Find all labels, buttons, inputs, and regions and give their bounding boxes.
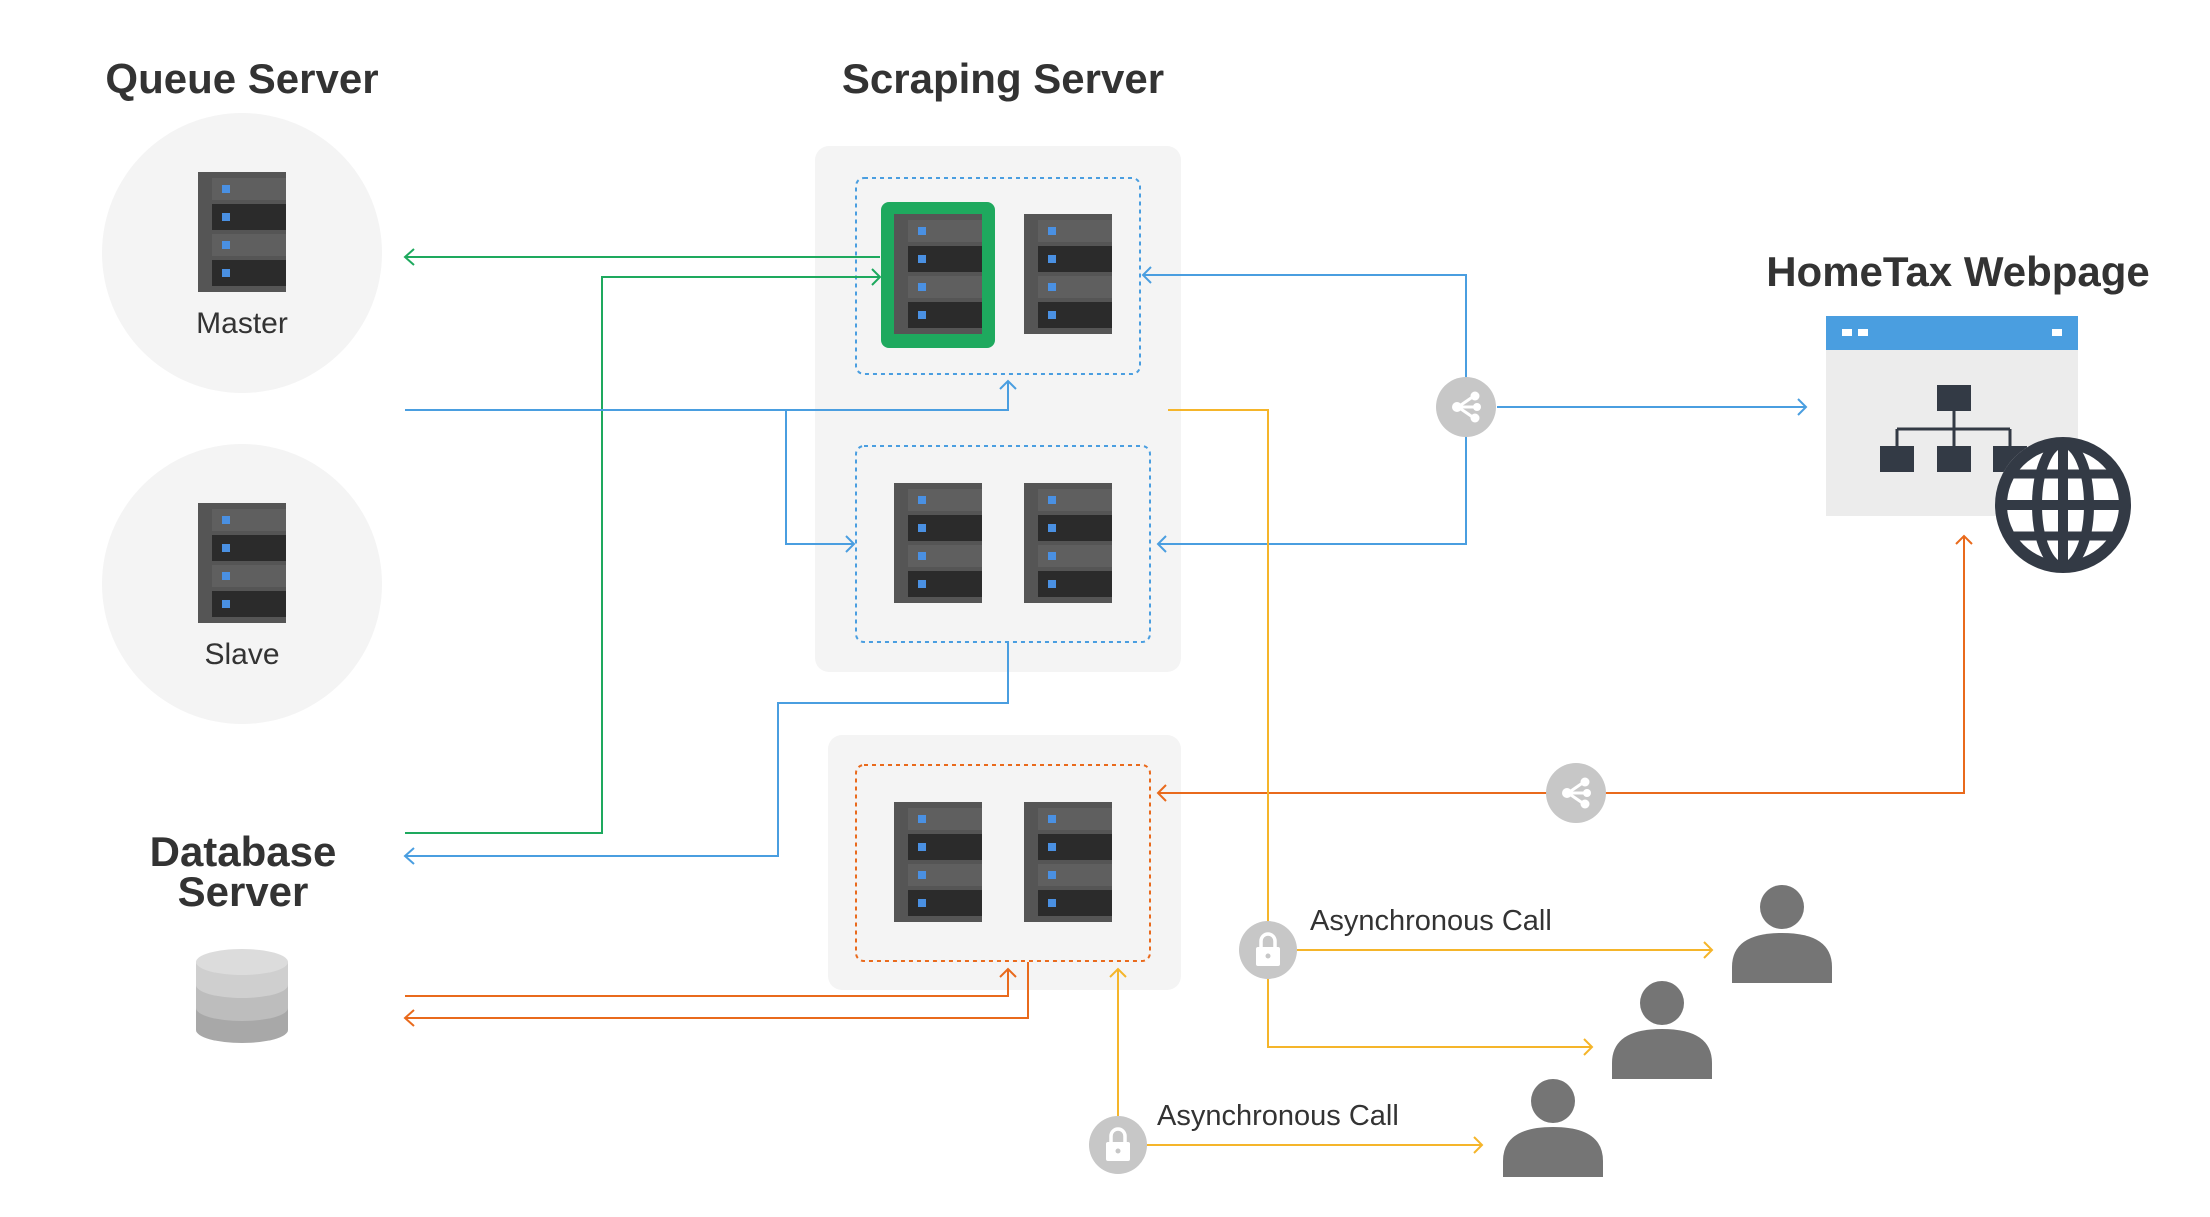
database-icon (196, 949, 288, 1043)
person-icon (1612, 981, 1712, 1079)
server-rack-icon (894, 214, 982, 334)
database-server-title-line2: Server (178, 868, 309, 915)
orange-connector-database-worker (403, 962, 1029, 1027)
database-server-title-line1: Database (150, 828, 337, 875)
yellow-connector-worker-to-user (1109, 967, 1484, 1154)
server-rack-icon (1024, 483, 1112, 603)
yellow-connector-scraper-to-users (1168, 409, 1714, 1056)
person-icon (1732, 885, 1832, 983)
queue-server-title: Queue Server (105, 55, 378, 102)
queue-master-node: Master (102, 113, 382, 393)
master-label: Master (196, 307, 288, 340)
lock-icon (1237, 919, 1299, 981)
share-icon (1544, 761, 1608, 825)
globe-icon (1995, 437, 2131, 573)
blue-connector-queue-to-scraper (405, 379, 1017, 553)
worker-group (855, 764, 1151, 962)
async-call-label-upper: Asynchronous Call (1310, 905, 1552, 937)
share-icon (1434, 375, 1498, 439)
server-rack-icon (198, 503, 286, 623)
green-connector-to-master (403, 248, 880, 266)
lock-icon (1087, 1114, 1149, 1176)
server-rack-icon (1024, 214, 1112, 334)
scraping-server-title: Scraping Server (842, 55, 1164, 102)
slave-label: Slave (204, 638, 279, 671)
orange-connector-hometax-worker (1156, 534, 1973, 802)
blue-connector-scraper-to-database (403, 643, 1009, 865)
async-call-label-lower: Asynchronous Call (1157, 1100, 1399, 1132)
queue-slave-node: Slave (102, 444, 382, 724)
person-icon (1503, 1079, 1603, 1177)
server-rack-icon (894, 802, 982, 922)
worker-server-panel (828, 735, 1181, 990)
server-rack-icon (1024, 802, 1112, 922)
scraping-group-middle (855, 445, 1151, 643)
server-rack-icon (894, 483, 982, 603)
hometax-webpage-title: HomeTax Webpage (1766, 248, 2150, 295)
green-connector-from-database (405, 268, 882, 834)
server-rack-icon (198, 172, 286, 292)
